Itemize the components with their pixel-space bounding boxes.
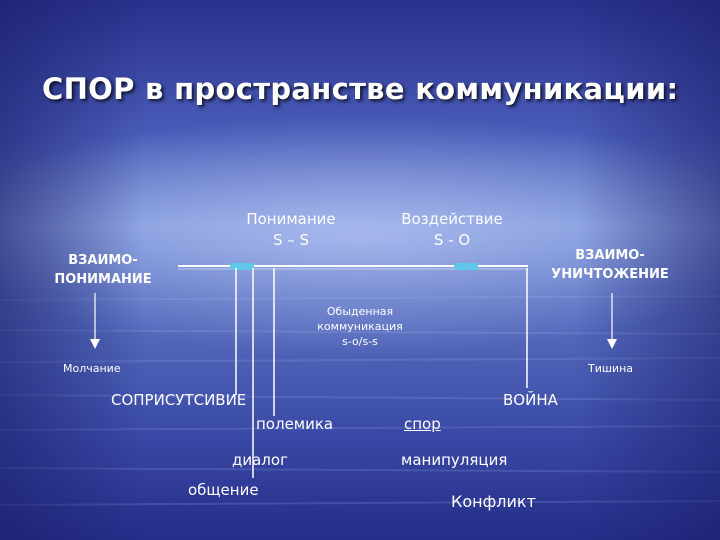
dispute-label: спор	[404, 415, 441, 433]
influence-label: Воздействие S - O	[392, 209, 512, 251]
mutual-destruction-label: ВЗАИМО- УНИЧТОЖЕНИЕ	[540, 246, 680, 284]
arrow-left-head	[90, 339, 100, 349]
war-label: ВОЙНА	[503, 391, 558, 409]
coexistence-label: СОПРИСУТСИВИЕ	[111, 391, 247, 409]
understanding-word: Понимание	[246, 210, 336, 228]
mutual-understanding-line2: ПОНИМАНИЕ	[54, 272, 152, 287]
page-title: СПОР в пространстве коммуникации:	[42, 72, 679, 106]
influence-word: Воздействие	[401, 210, 503, 228]
everyday-line2: коммуникация	[317, 320, 403, 333]
conflict-label: Конфликт	[451, 492, 536, 511]
understanding-formula: S – S	[272, 231, 310, 249]
silence-label: Молчание	[63, 362, 121, 375]
marker-influence	[454, 263, 478, 270]
everyday-line1: Обыденная	[326, 305, 394, 318]
mutual-destruction-line2: УНИЧТОЖЕНИЕ	[551, 267, 669, 282]
mutual-understanding-label: ВЗАИМО- ПОНИМАНИЕ	[48, 251, 158, 289]
understanding-label: Понимание S – S	[236, 209, 346, 251]
polemic-label: полемика	[256, 415, 334, 433]
quiet-label: Тишина	[588, 362, 634, 375]
arrow-right-head	[607, 339, 617, 349]
marker-understanding	[230, 263, 254, 270]
mutual-destruction-line1: ВЗАИМО-	[575, 248, 645, 263]
manipulation-label: манипуляция	[401, 451, 508, 469]
everyday-line3: s-o/s-s	[342, 335, 378, 348]
everyday-communication-label: Обыденная коммуникация s-o/s-s	[305, 304, 415, 349]
influence-formula: S - O	[433, 231, 471, 249]
communication-label: общение	[188, 481, 259, 499]
mutual-understanding-line1: ВЗАИМО-	[68, 253, 138, 268]
dialogue-label: диалог	[232, 451, 288, 469]
